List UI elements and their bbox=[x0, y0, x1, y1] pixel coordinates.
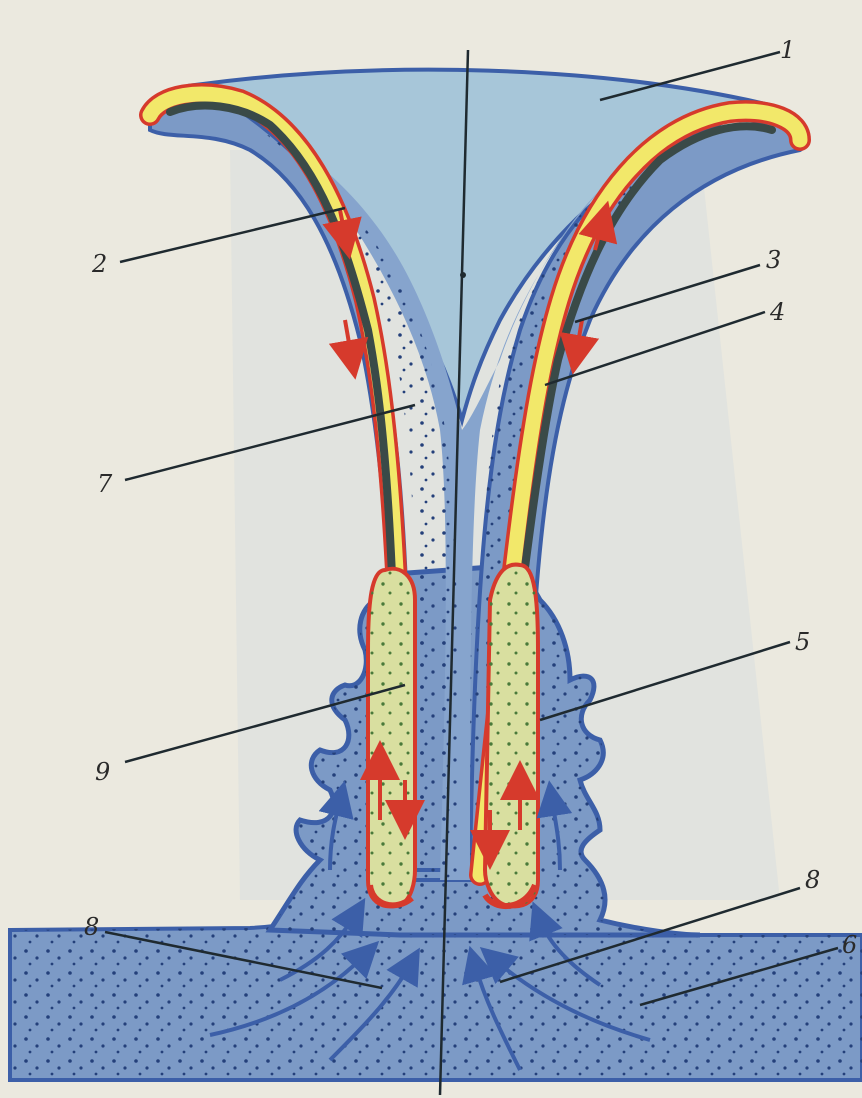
label-3: 3 bbox=[766, 246, 781, 274]
left-stem-pocket-dots bbox=[368, 569, 415, 907]
axis-point bbox=[460, 272, 466, 278]
label-4: 4 bbox=[769, 298, 785, 326]
label-8-right: 8 bbox=[805, 866, 820, 894]
label-6: 6 bbox=[842, 931, 857, 959]
right-stem-pocket-dots bbox=[485, 565, 538, 907]
label-9: 9 bbox=[95, 758, 110, 786]
label-7: 7 bbox=[97, 470, 113, 498]
label-1: 1 bbox=[780, 36, 795, 64]
label-2: 2 bbox=[91, 250, 107, 278]
label-5: 5 bbox=[795, 628, 810, 656]
label-8-left: 8 bbox=[84, 913, 99, 941]
